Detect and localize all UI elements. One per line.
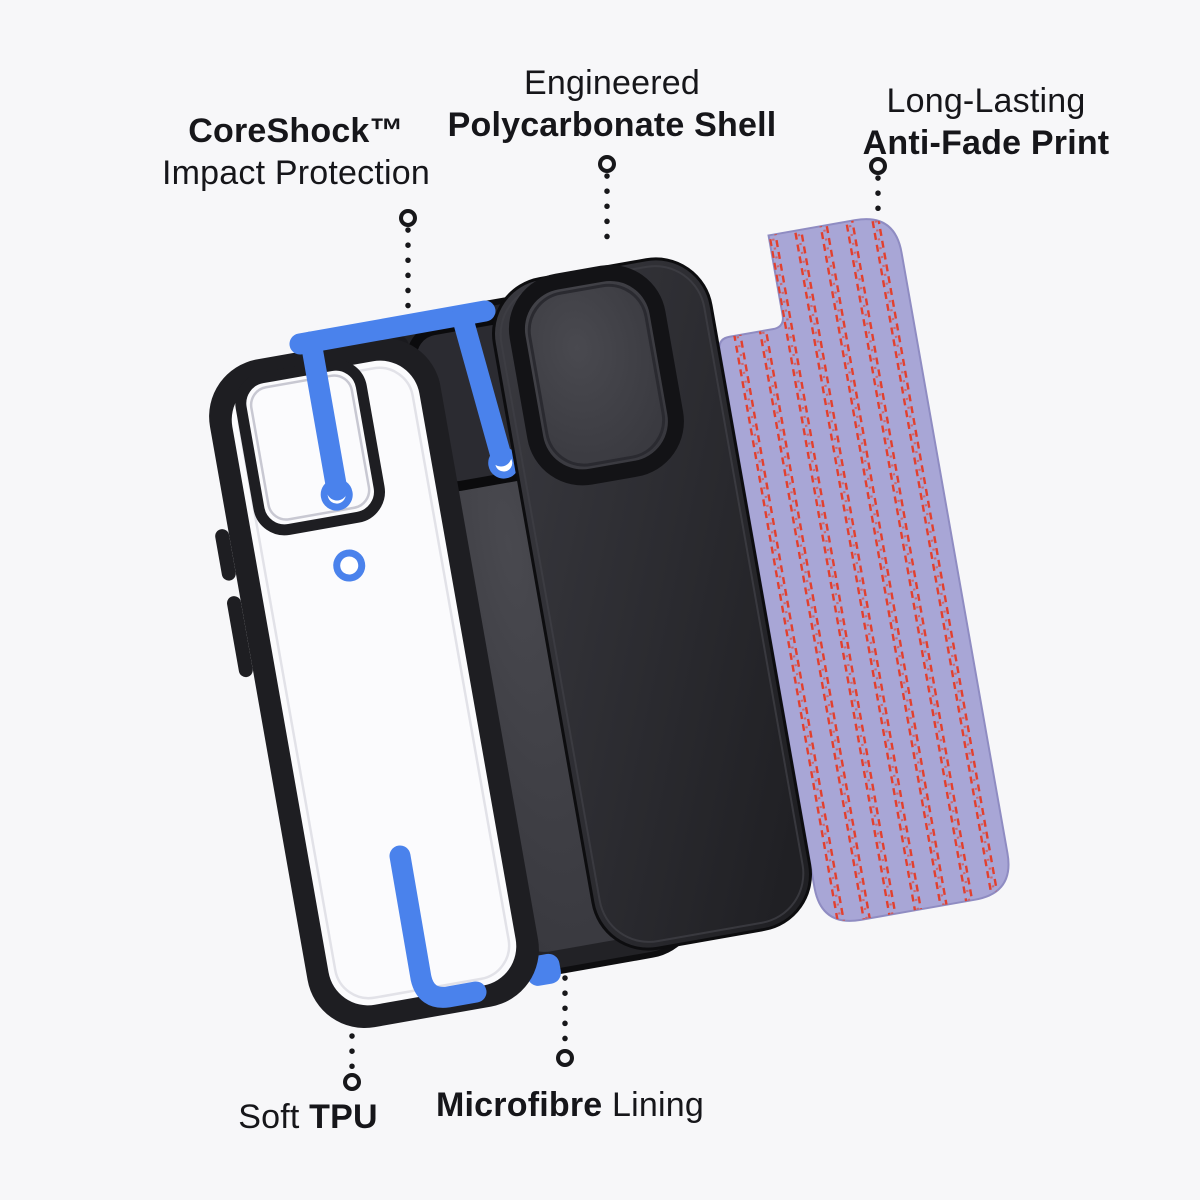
coreshock-left-descender — [300, 331, 348, 501]
leader-endpoint-print — [869, 157, 887, 175]
polycarbonate-shell-graphic — [492, 257, 812, 951]
label-microfibre-lining: Microfibre Lining — [436, 1084, 704, 1126]
label-coreshock: CoreShock™ Impact Protection — [162, 110, 430, 194]
leader-endpoint-coreshock — [399, 209, 417, 227]
label-tpu-regular: Soft — [238, 1098, 300, 1136]
frame-button — [226, 596, 253, 678]
shell-camera-ring — [508, 264, 684, 486]
label-polycarbonate-shell: Engineered Polycarbonate Shell — [448, 62, 777, 146]
label-lining-regular: Lining — [612, 1086, 704, 1124]
label-tpu-bold: TPU — [309, 1098, 378, 1136]
label-lining-bold: Microfibre — [436, 1086, 603, 1124]
leader-endpoint-tpu — [343, 1073, 361, 1091]
frame-camera-inner-line — [249, 374, 371, 521]
frame-button — [215, 529, 236, 581]
leader-endpoint-lining — [556, 1049, 574, 1067]
blue-rivet-icon — [333, 549, 366, 582]
coreshock-blue-straps — [289, 300, 512, 1008]
tpu-bumper-frame-graphic — [209, 338, 539, 1028]
label-coreshock-line2: Impact Protection — [162, 154, 430, 193]
label-shell-line2: Polycarbonate Shell — [447, 106, 777, 145]
leader-lines — [349, 173, 881, 1071]
leader-endpoint-shell — [598, 155, 616, 173]
print-plate-body — [718, 218, 1010, 922]
label-print-line1: Long-Lasting — [886, 82, 1086, 120]
label-anti-fade-print: Long-Lasting Anti-Fade Print — [863, 80, 1110, 164]
label-print-line2: Anti-Fade Print — [862, 124, 1110, 163]
label-soft-tpu: Soft TPU — [238, 1096, 378, 1138]
print-plate-stripes — [716, 213, 1000, 927]
label-coreshock-line1: CoreShock™ — [188, 112, 404, 150]
label-shell-line1: Engineered — [524, 64, 700, 102]
coreshock-bottom-strap — [389, 845, 487, 1008]
anti-fade-print-plate-graphic — [716, 213, 1010, 927]
shell-camera-inner-line — [527, 283, 666, 467]
leader-endpoints — [343, 155, 887, 1091]
coreshock-right-descender — [451, 305, 512, 467]
